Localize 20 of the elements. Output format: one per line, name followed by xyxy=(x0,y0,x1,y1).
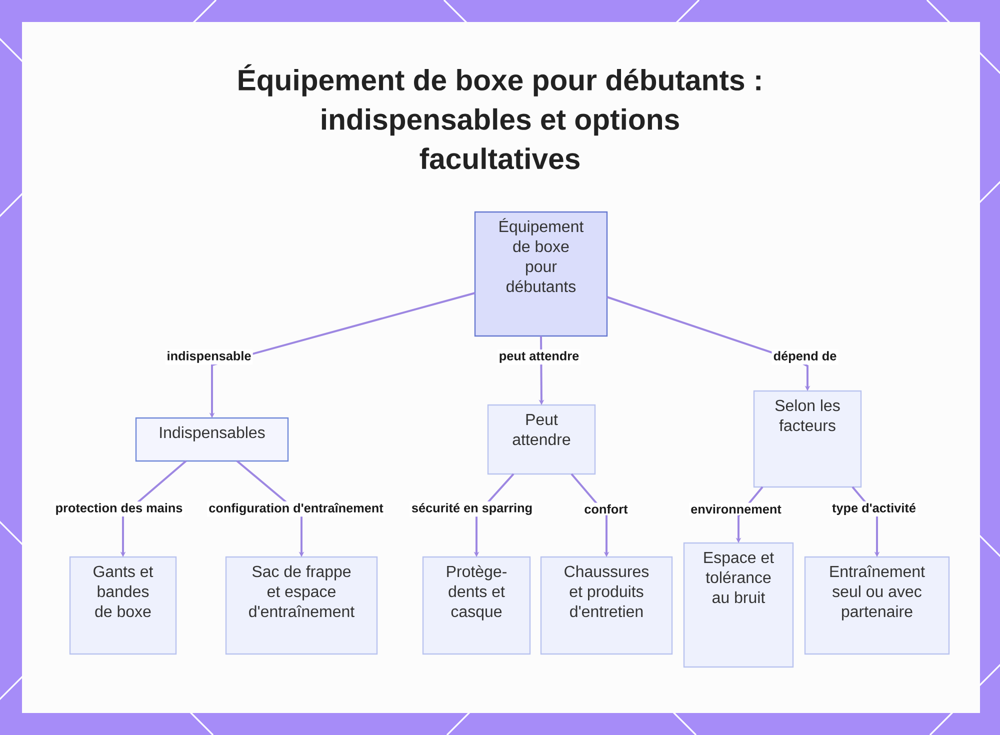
item-box: Entraînement seul ou avec partenaire xyxy=(804,556,950,655)
edge-label: confort xyxy=(582,502,630,516)
edge-label: type d'activité xyxy=(830,501,918,517)
edge-label: protection des mains xyxy=(54,502,184,516)
category-box: Peut attendre xyxy=(487,404,596,475)
edge-label: peut attendre xyxy=(497,350,581,364)
edge-label: indispensable xyxy=(165,350,253,364)
edge-label: dépend de xyxy=(772,349,838,365)
topic-box: Équipement de boxe pour débutants xyxy=(474,211,608,337)
item-box: Sac de frappe et espace d'entraînement xyxy=(225,556,378,655)
title: Équipement de boxe pour débutants : indispensables et options facultatives xyxy=(238,64,760,170)
category-box: Indispensables xyxy=(135,417,289,462)
item-box: Espace et tolérance au bruit xyxy=(683,542,794,668)
item-box: Protège-dents et casque xyxy=(422,556,531,655)
edge-label: sécurité en sparring xyxy=(410,501,534,517)
item-box: Chaussures et produits d'entretien xyxy=(540,556,673,655)
edge-label: environnement xyxy=(689,502,783,516)
edge-label: configuration d'entraînement xyxy=(207,501,385,517)
category-box: Selon les facteurs xyxy=(753,390,862,488)
item-box: Gants et bandes de boxe xyxy=(69,556,177,655)
